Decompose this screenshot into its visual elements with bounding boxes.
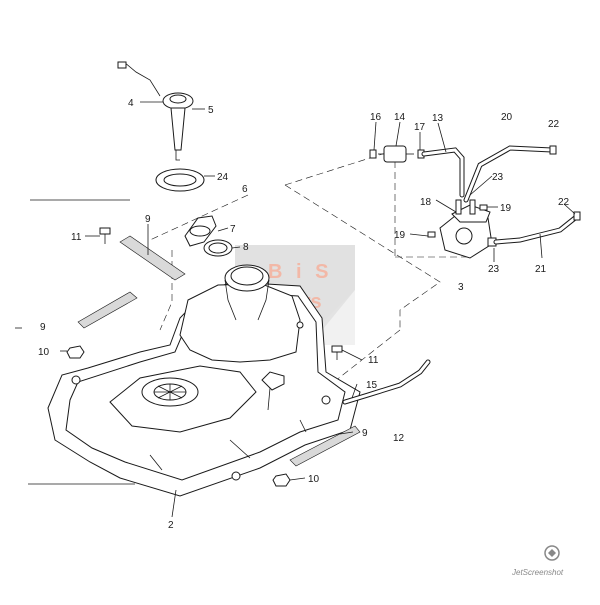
callout-22-top: 22 (548, 119, 560, 130)
fuel-pump-port (455, 227, 473, 245)
callout-17: 17 (414, 122, 426, 133)
dash-right-lower (329, 329, 401, 386)
hose-clip-16 (369, 149, 377, 159)
callout-12: 12 (393, 433, 405, 444)
bolt-head-left (99, 227, 111, 235)
callout-4: 4 (128, 98, 134, 109)
callout-22-side: 22 (558, 197, 570, 208)
hose-15 (342, 359, 431, 405)
fasteners (66, 227, 343, 487)
hose-clip-22-top (549, 145, 557, 155)
rubber-pad-left (77, 291, 138, 329)
callout-23-bottom: 23 (488, 264, 500, 275)
mount-hole-top (296, 321, 304, 329)
callout-15: 15 (366, 380, 378, 391)
sender-connector (117, 61, 127, 69)
breather-hose (342, 359, 431, 405)
callout-11-left: 11 (71, 232, 82, 243)
callout-2: 2 (168, 520, 174, 531)
filler-neck-walls (224, 279, 270, 321)
callout-7: 7 (230, 224, 236, 235)
breather-pipe (267, 387, 271, 411)
corner-mark-text: JetScreenshot (511, 568, 564, 577)
rubber-pad-top (119, 235, 186, 281)
callout-20: 20 (501, 112, 513, 123)
dash-top-right (284, 149, 396, 186)
tank-dome (179, 283, 301, 363)
callout-16: 16 (370, 112, 382, 123)
corner-mark: JetScreenshot (511, 545, 564, 577)
callout-9-top: 9 (145, 214, 151, 225)
dash-top-left (149, 194, 249, 241)
hose-20 (463, 145, 555, 203)
dash-right (284, 184, 441, 330)
callout-10-left: 10 (38, 347, 50, 358)
tank-contour-strokes (149, 419, 307, 471)
filler-neck-opening (230, 266, 264, 286)
callout-10-bottom: 10 (308, 474, 320, 485)
pump-bolt-right (479, 204, 488, 211)
filler-ring-inner (208, 242, 228, 254)
hose-15-inner (343, 360, 430, 404)
fuel-pump-assembly (369, 145, 581, 259)
hose-clip-22-side (573, 211, 581, 221)
hose-13-inner (422, 148, 464, 197)
callout-21: 21 (535, 264, 547, 275)
callout-19-left: 19 (394, 230, 406, 241)
fuel-gauge-sender (117, 61, 205, 192)
callout-13: 13 (432, 113, 444, 124)
callout-9-right: 9 (362, 428, 368, 439)
hose-13 (421, 147, 465, 198)
callout-23-top: 23 (492, 172, 504, 183)
sender-seal-ring-inner (163, 173, 197, 187)
watermark-line1: B i S (268, 261, 332, 283)
corner-mark-icon-core (548, 549, 556, 557)
callouts: 4 5 24 6 9 11 7 8 9 10 16 14 17 13 20 22… (38, 98, 570, 531)
callout-19-right: 19 (500, 203, 512, 214)
mount-lug-right (321, 395, 331, 405)
fuel-pump-nipple-left (455, 199, 462, 215)
mount-lug-left (71, 375, 81, 385)
corner-mark-icon (544, 545, 560, 561)
filler-cap-parts (184, 215, 233, 257)
nut-bottom (272, 473, 291, 487)
sender-float-arm (175, 150, 180, 161)
nut-left (66, 345, 85, 359)
callout-8: 8 (243, 242, 249, 253)
hose-21 (493, 215, 578, 245)
callout-14: 14 (394, 112, 406, 123)
pump-bolt-left (427, 231, 436, 238)
mount-lug-bottom (231, 471, 241, 481)
sender-tube (170, 107, 186, 151)
callout-18: 18 (420, 197, 432, 208)
rubber-pads (77, 235, 361, 467)
sender-cap (169, 94, 187, 104)
fuel-pump-nipple-right (469, 199, 476, 215)
callout-11-right: 11 (368, 355, 379, 366)
fuel-filter (383, 145, 407, 163)
callout-5: 5 (208, 105, 214, 116)
filler-cap-seal (189, 225, 211, 237)
callout-3: 3 (458, 282, 464, 293)
hose-20-inner (464, 146, 554, 202)
callout-9-left: 9 (40, 322, 46, 333)
rubber-pad-right (289, 425, 361, 467)
pump-mount-spokes (154, 384, 186, 400)
callout-6: 6 (242, 184, 248, 195)
callout-24: 24 (217, 172, 229, 183)
fuel-tank (47, 264, 361, 497)
bolt-head-right (331, 345, 343, 353)
leader-lines (60, 101, 576, 518)
